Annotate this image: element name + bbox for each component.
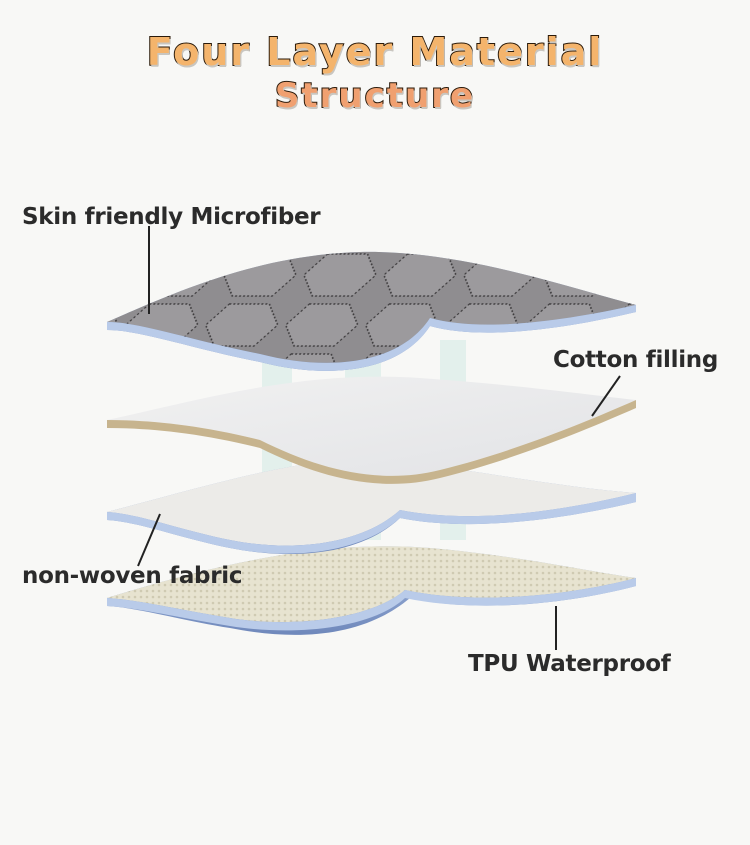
label-tpu-waterproof: TPU Waterproof: [468, 651, 671, 677]
layer-cotton: [107, 376, 636, 484]
layer-microfiber: [107, 251, 636, 371]
layer-tpu: [107, 546, 636, 635]
leader-cotton: [591, 375, 621, 417]
label-microfiber: Skin friendly Microfiber: [22, 204, 321, 230]
layer-non-woven: [107, 459, 636, 555]
title-line-2: Structure: [274, 75, 476, 117]
label-non-woven-fabric: non-woven fabric: [22, 563, 243, 589]
title-line-1: Four Layer Material: [146, 29, 604, 75]
leader-non-woven: [137, 513, 161, 567]
label-cotton-filling: Cotton filling: [553, 347, 719, 373]
